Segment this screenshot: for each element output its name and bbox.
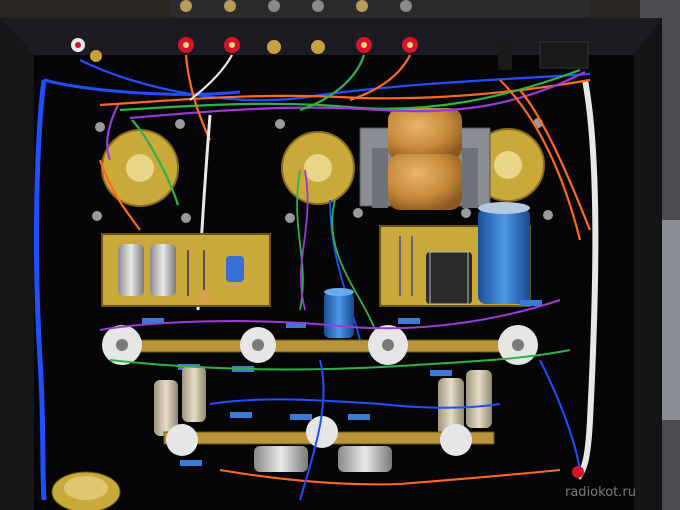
tube-sockets-middle <box>102 325 538 365</box>
red-clamp <box>572 466 584 478</box>
input-terminals <box>71 37 589 70</box>
tube-socket-center <box>281 131 355 205</box>
chassis-back-wall <box>0 18 662 55</box>
output-transformer <box>359 108 491 210</box>
watermark: radiokot.ru <box>565 485 636 500</box>
chassis-right-wall <box>634 18 662 510</box>
coupling-capacitor-blue <box>324 288 354 338</box>
terminal-strip-middle <box>121 339 533 353</box>
power-supply-board <box>379 202 531 307</box>
white-lead-right <box>575 79 599 480</box>
right-object <box>660 220 680 420</box>
wire-harness-top <box>79 54 592 311</box>
chassis-left-wall <box>0 18 34 510</box>
wire-harness-bottom <box>99 299 581 501</box>
top-connectors <box>170 0 590 18</box>
tube-socket-left <box>101 129 179 207</box>
blue-lead-left <box>34 79 47 501</box>
mounting-screws <box>92 118 553 223</box>
film-capacitors-bottom <box>254 446 392 472</box>
driver-board-left <box>101 233 271 307</box>
paper-capacitors <box>154 366 492 436</box>
rotary-switch <box>51 471 121 510</box>
